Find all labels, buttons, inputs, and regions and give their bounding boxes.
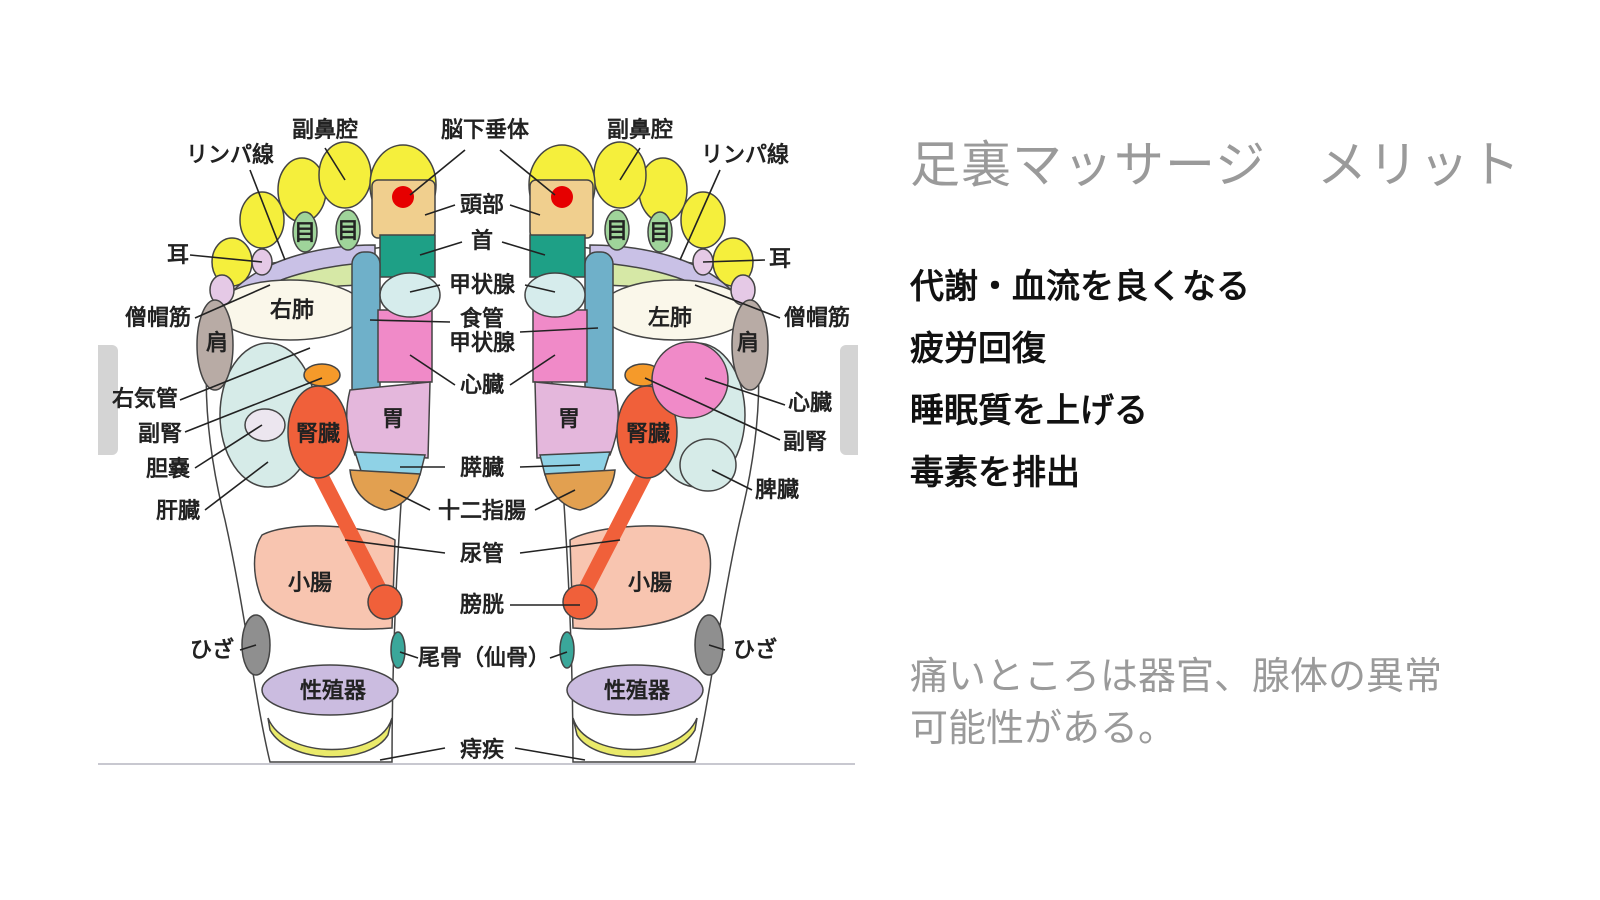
slide-note: 痛いところは器官、腺体の異常 可能性がある。: [910, 650, 1530, 754]
left-slide-tab: [98, 345, 118, 455]
note-line-2: 可能性がある。: [910, 706, 1177, 750]
benefit-item: 代謝・血流を良くなる: [910, 267, 1250, 307]
benefit-list: 代謝・血流を良くなる 疲労回復 睡眠質を上げる 毒素を排出: [910, 262, 1250, 510]
label-eye-2: 目: [337, 219, 359, 244]
label-ear-right: 耳: [769, 247, 791, 272]
benefit-item: 疲労回復: [910, 329, 1046, 369]
label-ear-left: 耳: [167, 243, 189, 268]
slide-title: 足裏マッサージ メリット: [910, 136, 1521, 194]
heart-zone: [651, 341, 729, 419]
label-eye-4: 目: [649, 221, 671, 246]
benefit-item: 毒素を排出: [910, 453, 1080, 493]
label-sinus-right: 副鼻腔: [607, 117, 673, 143]
label-adrenal-right: 副腎: [783, 430, 827, 455]
label-sinus-left: 副鼻腔: [292, 117, 358, 143]
label-hemorrhoids: 痔疾: [460, 737, 504, 763]
label-pituitary: 脳下垂体: [441, 118, 530, 143]
label-duodenum: 十二指腸: [438, 499, 526, 524]
gallbladder-zone: [244, 408, 286, 442]
label-liver: 肝臓: [156, 499, 200, 524]
label-lymph-left: リンパ線: [186, 142, 274, 168]
label-genitals-left: 性殖器: [300, 678, 367, 704]
label-knee-left: ひざ: [190, 637, 234, 663]
label-lymph-right: リンパ線: [701, 142, 789, 168]
label-stomach-left: 胃: [382, 407, 404, 432]
label-knee-right: ひざ: [733, 637, 777, 663]
label-coccyx: 尾骨（仙骨）: [418, 645, 550, 671]
label-kidney-left: 腎臓: [296, 422, 340, 447]
label-stomach-right: 胃: [558, 407, 580, 432]
label-pancreas: 膵臓: [460, 456, 504, 481]
label-trapezius-right: 僧帽筋: [784, 305, 850, 331]
label-neck: 首: [471, 228, 493, 254]
label-right-bronchus: 右気管: [112, 386, 178, 412]
label-shoulder-right: 肩: [737, 330, 759, 356]
label-spleen: 脾臓: [755, 478, 799, 503]
benefit-item: 睡眠質を上げる: [910, 391, 1148, 431]
label-ureter: 尿管: [460, 541, 504, 567]
leader-lines: [179, 147, 786, 761]
label-heart-right: 心臓: [788, 391, 832, 416]
label-head: 頭部: [460, 192, 504, 218]
right-foot: [525, 142, 768, 762]
label-eye-1: 目: [294, 221, 316, 246]
label-kidney-right: 腎臓: [626, 422, 670, 447]
label-trapezius-left: 僧帽筋: [125, 305, 191, 331]
label-genitals-right: 性殖器: [604, 678, 671, 704]
note-line-1: 痛いところは器官、腺体の異常: [910, 654, 1443, 698]
zone-labels: 副鼻腔 脳下垂体 副鼻腔 リンパ線 リンパ線 頭部 首 甲状腺 食管 甲状腺 心…: [112, 117, 850, 763]
label-gallbladder: 胆嚢: [146, 457, 190, 482]
spleen-zone: [679, 438, 737, 492]
label-eye-3: 目: [606, 219, 628, 244]
label-right-lung: 右肺: [270, 298, 314, 323]
label-thyroid-top: 甲状腺: [449, 273, 516, 298]
label-shoulder-left: 肩: [206, 330, 228, 356]
label-small-intestine-right: 小腸: [628, 571, 672, 596]
label-bladder: 膀胱: [460, 592, 504, 618]
left-foot: [197, 142, 440, 762]
right-slide-tab: [840, 345, 858, 455]
label-adrenal-left: 副腎: [138, 422, 182, 447]
label-small-intestine-left: 小腸: [288, 571, 332, 596]
label-left-lung: 左肺: [648, 305, 692, 331]
label-thyroid-bottom: 甲状腺: [449, 331, 516, 356]
label-heart-center: 心臓: [460, 373, 504, 398]
label-esophagus: 食管: [460, 306, 504, 332]
